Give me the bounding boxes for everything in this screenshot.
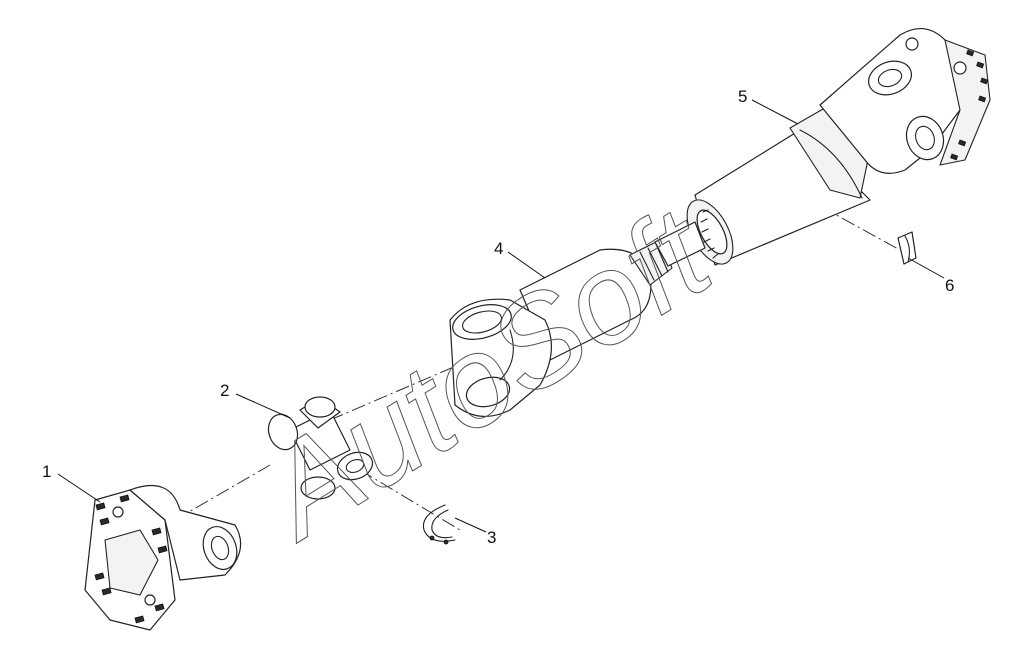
rear-flange xyxy=(939,39,991,166)
leader-1 xyxy=(57,473,101,503)
clip-body xyxy=(897,231,917,265)
callout-1: 1 xyxy=(42,462,51,481)
leader-6 xyxy=(907,257,945,279)
part-5-tube-assembly xyxy=(686,28,991,266)
callout-3: 3 xyxy=(487,528,496,547)
callout-labels: 1 2 3 4 5 6 xyxy=(42,87,954,547)
callout-4: 4 xyxy=(494,239,503,258)
rear-flange-bolt-hole-1 xyxy=(905,37,919,51)
flange-yoke-bore xyxy=(202,526,238,570)
snap-ring-outer xyxy=(422,504,456,542)
leader-5 xyxy=(751,99,799,125)
rear-bearing-cup-top-inner xyxy=(877,68,903,88)
rear-bearing-cup-side-inner xyxy=(915,125,935,151)
axis-yoke-to-cross xyxy=(174,464,271,521)
leader-3 xyxy=(454,517,487,533)
tube-spline-bore xyxy=(696,209,728,255)
slip-yoke-web xyxy=(499,329,514,381)
flange-teeth xyxy=(94,494,168,624)
shaft-spline-stub xyxy=(654,221,706,267)
axis-cross-to-ring xyxy=(359,469,461,531)
bearing-cup-right-inner xyxy=(345,459,365,473)
snap-ring-eye-1 xyxy=(429,535,435,541)
bearing-cup-bottom xyxy=(300,476,336,500)
bearing-cup-right xyxy=(336,451,374,481)
leader-4 xyxy=(507,251,546,279)
tube-spline-teeth xyxy=(700,209,719,259)
part-1-flange-yoke xyxy=(84,484,242,631)
snap-ring-eye-2 xyxy=(443,539,449,545)
slip-yoke-top-bore-inner xyxy=(461,310,503,334)
bearing-cup-top xyxy=(304,396,336,418)
leader-2 xyxy=(235,393,291,419)
flange-bolt-hole-2 xyxy=(144,594,156,606)
slip-yoke-bottom-bore xyxy=(465,376,511,408)
bearing-cup-left xyxy=(267,413,299,451)
part-3-snap-ring xyxy=(422,504,456,545)
flange-hub xyxy=(104,529,159,596)
part-6-clip xyxy=(897,231,917,265)
callout-leaders xyxy=(57,99,945,533)
part-4-slip-yoke-shaft xyxy=(449,221,706,417)
slip-yoke-top-bore xyxy=(452,304,512,340)
axis-cross-to-shaft xyxy=(329,359,471,421)
clip-edge xyxy=(904,235,911,263)
watermark-text: AutoSoft xyxy=(235,180,737,568)
tube-collar-edge xyxy=(799,129,863,199)
rear-bearing-cup-side xyxy=(905,115,945,161)
callout-2: 2 xyxy=(220,381,229,400)
snap-ring-inner xyxy=(431,509,453,539)
flange-yoke-bore-inner xyxy=(210,535,230,561)
rear-flange-bolt-hole-2 xyxy=(953,61,967,75)
flange-bolt-hole-1 xyxy=(112,506,124,518)
rear-bearing-cup-top xyxy=(868,60,912,96)
rear-flange-teeth xyxy=(950,49,989,161)
callout-5: 5 xyxy=(738,87,747,106)
callout-6: 6 xyxy=(945,276,954,295)
part-2-universal-joint-cross xyxy=(267,396,374,500)
